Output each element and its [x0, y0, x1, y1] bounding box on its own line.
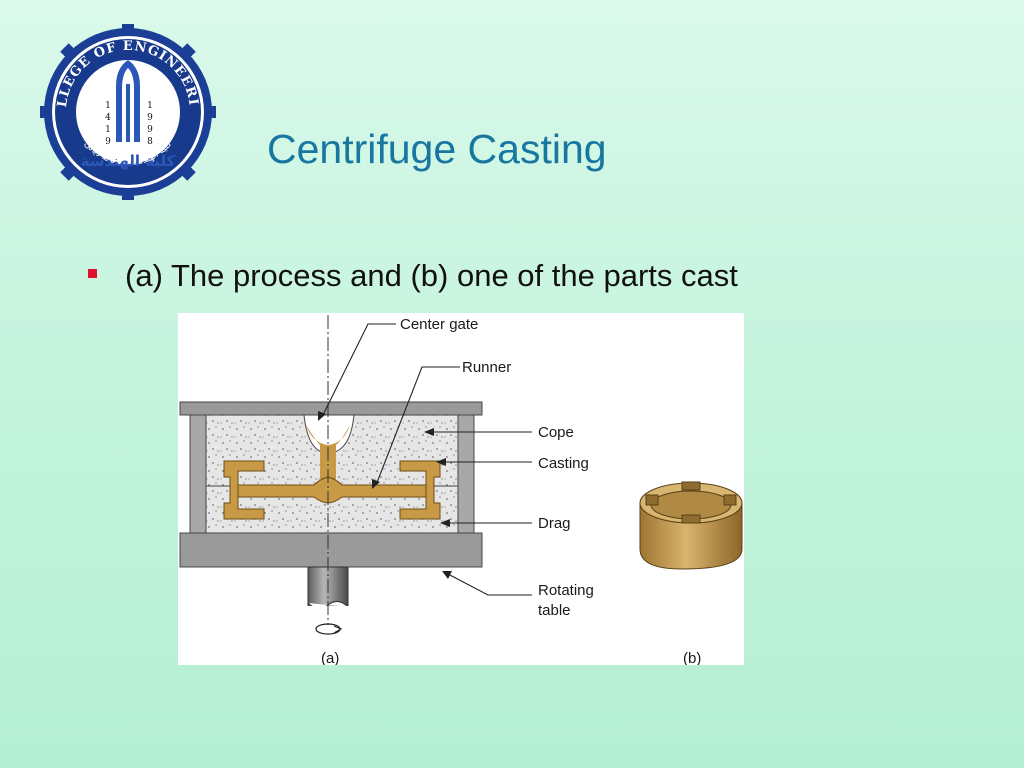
caption-a: (a) [321, 650, 339, 665]
label-rotating-table-line1: Rotating [538, 582, 594, 599]
label-cope: Cope [538, 424, 574, 441]
label-casting: Casting [538, 455, 589, 472]
rotation-arrow-icon [315, 623, 343, 635]
logo-year-left-1: 1 [105, 101, 111, 111]
bullet-marker-icon [88, 268, 97, 278]
logo-year-right-4: 8 [147, 137, 153, 147]
label-rotating-table-line2: table [538, 602, 571, 619]
bullet-text: (a) The process and (b) one of the parts… [125, 258, 738, 293]
slide-title: Centrifuge Casting [267, 126, 607, 172]
logo-arabic-text: كلية الهندسة [81, 152, 176, 170]
cast-part [639, 481, 743, 570]
label-runner: Runner [462, 359, 511, 376]
label-center-gate: Center gate [400, 316, 478, 333]
logo-year-right-2: 9 [147, 113, 153, 123]
mold-assembly [179, 315, 483, 635]
logo-year-right-1: 1 [147, 101, 153, 111]
casting-figure: Center gate Runner Cope Casting Drag Rot… [178, 313, 744, 665]
tower-icon [116, 60, 140, 142]
caption-b: (b) [683, 650, 701, 665]
logo-year-left-3: 1 [105, 125, 111, 135]
label-drag: Drag [538, 515, 571, 532]
logo-year-left-4: 9 [105, 137, 111, 147]
logo-year-left-2: 4 [105, 113, 111, 123]
bullet-item: (a) The process and (b) one of the parts… [88, 256, 738, 296]
college-logo: COLLEGE OF ENGINEERING كلية الهندسة - جا… [40, 24, 216, 200]
logo-year-right-3: 9 [147, 125, 153, 135]
